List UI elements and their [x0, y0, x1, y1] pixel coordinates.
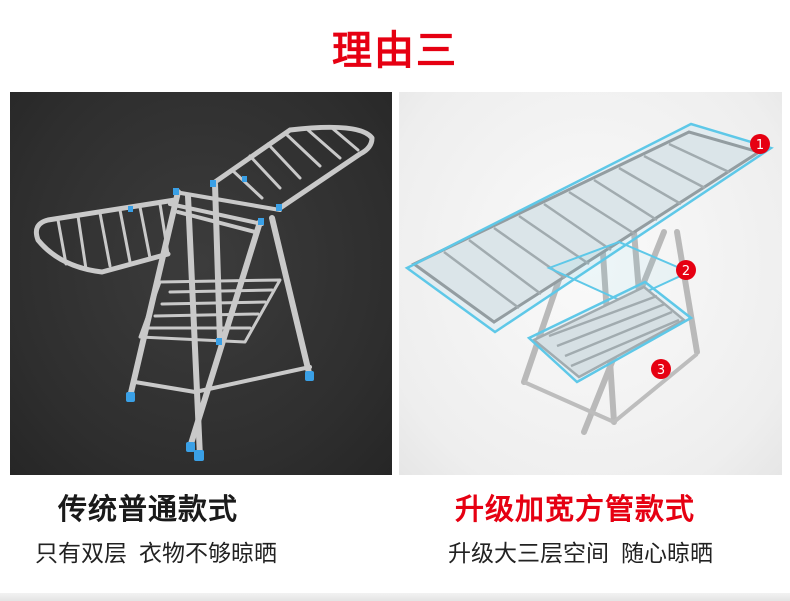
- upgraded-rack-illustration: 1 2 3: [404, 122, 774, 435]
- level-badge-1: 1: [750, 134, 770, 154]
- traditional-rack-image: [10, 92, 392, 475]
- level-badge-3: 3: [651, 359, 671, 379]
- traditional-style-subtitle: 只有双层衣物不够晾晒: [35, 534, 277, 568]
- traditional-rack-illustration: [33, 124, 375, 461]
- page-title: 理由三: [332, 28, 458, 74]
- bottom-divider: [0, 593, 790, 601]
- subtitle-part: 衣物不够晾晒: [139, 541, 277, 567]
- subtitle-part: 升级大三层空间: [448, 541, 609, 567]
- traditional-style-caption: 传统普通款式: [58, 492, 239, 526]
- level-badge-2: 2: [676, 260, 696, 280]
- upgraded-style-subtitle: 升级大三层空间随心晾晒: [448, 534, 713, 568]
- upgraded-rack-image: 1 2 3: [399, 92, 782, 475]
- upgraded-style-caption: 升级加宽方管款式: [455, 492, 696, 526]
- badge-number: 2: [682, 264, 690, 279]
- badge-number: 1: [756, 138, 764, 153]
- badge-number: 3: [657, 363, 665, 378]
- subtitle-part: 只有双层: [35, 541, 127, 567]
- subtitle-part: 随心晾晒: [621, 541, 713, 567]
